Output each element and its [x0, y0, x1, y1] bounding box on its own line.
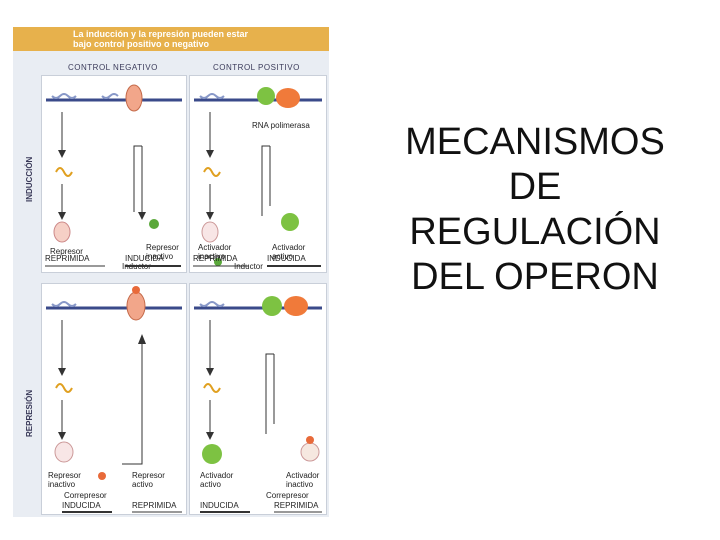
mrna-icon [56, 168, 72, 176]
state-right: REPRIMIDA [132, 501, 177, 510]
activator-bound-shape [257, 87, 275, 105]
inducer-dot [149, 219, 159, 229]
dna-helix [102, 94, 118, 98]
panel-induction-negative: Represor Represor inactivo Inductor [41, 75, 187, 273]
dna-helix [52, 94, 76, 98]
label-repressor-inactive-2: inactivo [48, 480, 76, 489]
figure-header: La inducción y la represión pueden estar… [13, 27, 329, 51]
state-left: INDUCIDA [62, 501, 101, 510]
mrna-icon [204, 384, 220, 392]
state-right: INDUCIDA [125, 254, 164, 263]
figure-header-line2: bajo control positivo o negativo [73, 39, 209, 49]
row-label-induction: INDUCCIÓN [25, 157, 34, 202]
repressor-inactive-shape [55, 442, 73, 462]
repressor-active-bound-shape [127, 292, 145, 320]
state-left: INDUCIDA [200, 501, 239, 510]
corepressor-dot [306, 436, 314, 444]
panel-repression-negative: Represor inactivo Correpresor Represor a… [41, 283, 187, 515]
label-activator-active-2: activo [200, 480, 221, 489]
title-line1: MECANISMOS [370, 120, 700, 165]
figure-header-line1: La inducción y la represión pueden estar [73, 29, 248, 39]
label-activator-inactive-2: inactivo [286, 480, 314, 489]
column-label-negative: CONTROL NEGATIVO [68, 63, 158, 72]
repressor-shape [54, 222, 70, 242]
label-activator-active-1: Activador [200, 471, 234, 480]
state-row-induction-negative: REPRIMIDA INDUCIDA [41, 249, 185, 271]
label-activator-inactive-1: Activador [286, 471, 320, 480]
state-left: REPRIMIDA [45, 254, 90, 263]
mrna-icon [204, 168, 220, 176]
regulation-figure: La inducción y la represión pueden estar… [13, 27, 329, 517]
column-label-positive: CONTROL POSITIVO [213, 63, 300, 72]
title-line2: DE [370, 165, 700, 210]
label-repressor-active-2: activo [132, 480, 153, 489]
slide-title: MECANISMOS DE REGULACIÓN DEL OPERON [370, 120, 700, 300]
activator-active-shape [202, 444, 222, 464]
rna-polymerase-shape [284, 296, 308, 316]
activator-bound-shape [262, 296, 282, 316]
title-line4: DEL OPERON [370, 255, 700, 300]
label-corepressor: Correpresor [266, 491, 309, 500]
label-rna-polymerase: RNA polimerasa [252, 121, 310, 130]
label-repressor-inactive-1: Represor [48, 471, 81, 480]
label-corepressor: Correpresor [64, 491, 107, 500]
corepressor-dot [98, 472, 106, 480]
panel-repression-negative-art: Represor inactivo Correpresor Represor a… [42, 284, 186, 514]
title-line3: REGULACIÓN [370, 210, 700, 255]
mrna-icon [56, 384, 72, 392]
panel-induction-positive: RNA polimerasa Activador inactivo Induct… [189, 75, 327, 273]
activator-active-shape [281, 213, 299, 231]
repressor-bound-shape [126, 85, 142, 111]
panel-repression-positive: Activador activo Activador inactivo Corr… [189, 283, 327, 515]
panel-induction-negative-art: Represor Represor inactivo Inductor [42, 76, 186, 272]
state-left: REPRIMIDA [193, 254, 238, 263]
activator-inactive-shape [301, 443, 319, 461]
activator-inactive-shape [202, 222, 218, 242]
rna-polymerase-shape [276, 88, 300, 108]
state-right: INDUCIDA [267, 254, 306, 263]
label-repressor-active-1: Represor [132, 471, 165, 480]
panel-repression-positive-art: Activador activo Activador inactivo Corr… [190, 284, 326, 514]
panel-induction-positive-art: RNA polimerasa Activador inactivo Induct… [190, 76, 326, 272]
state-row-induction-positive: REPRIMIDA INDUCIDA [189, 249, 325, 271]
state-right: REPRIMIDA [274, 501, 319, 510]
row-label-repression: REPRESIÓN [25, 390, 34, 437]
corepressor-dot [132, 286, 140, 294]
